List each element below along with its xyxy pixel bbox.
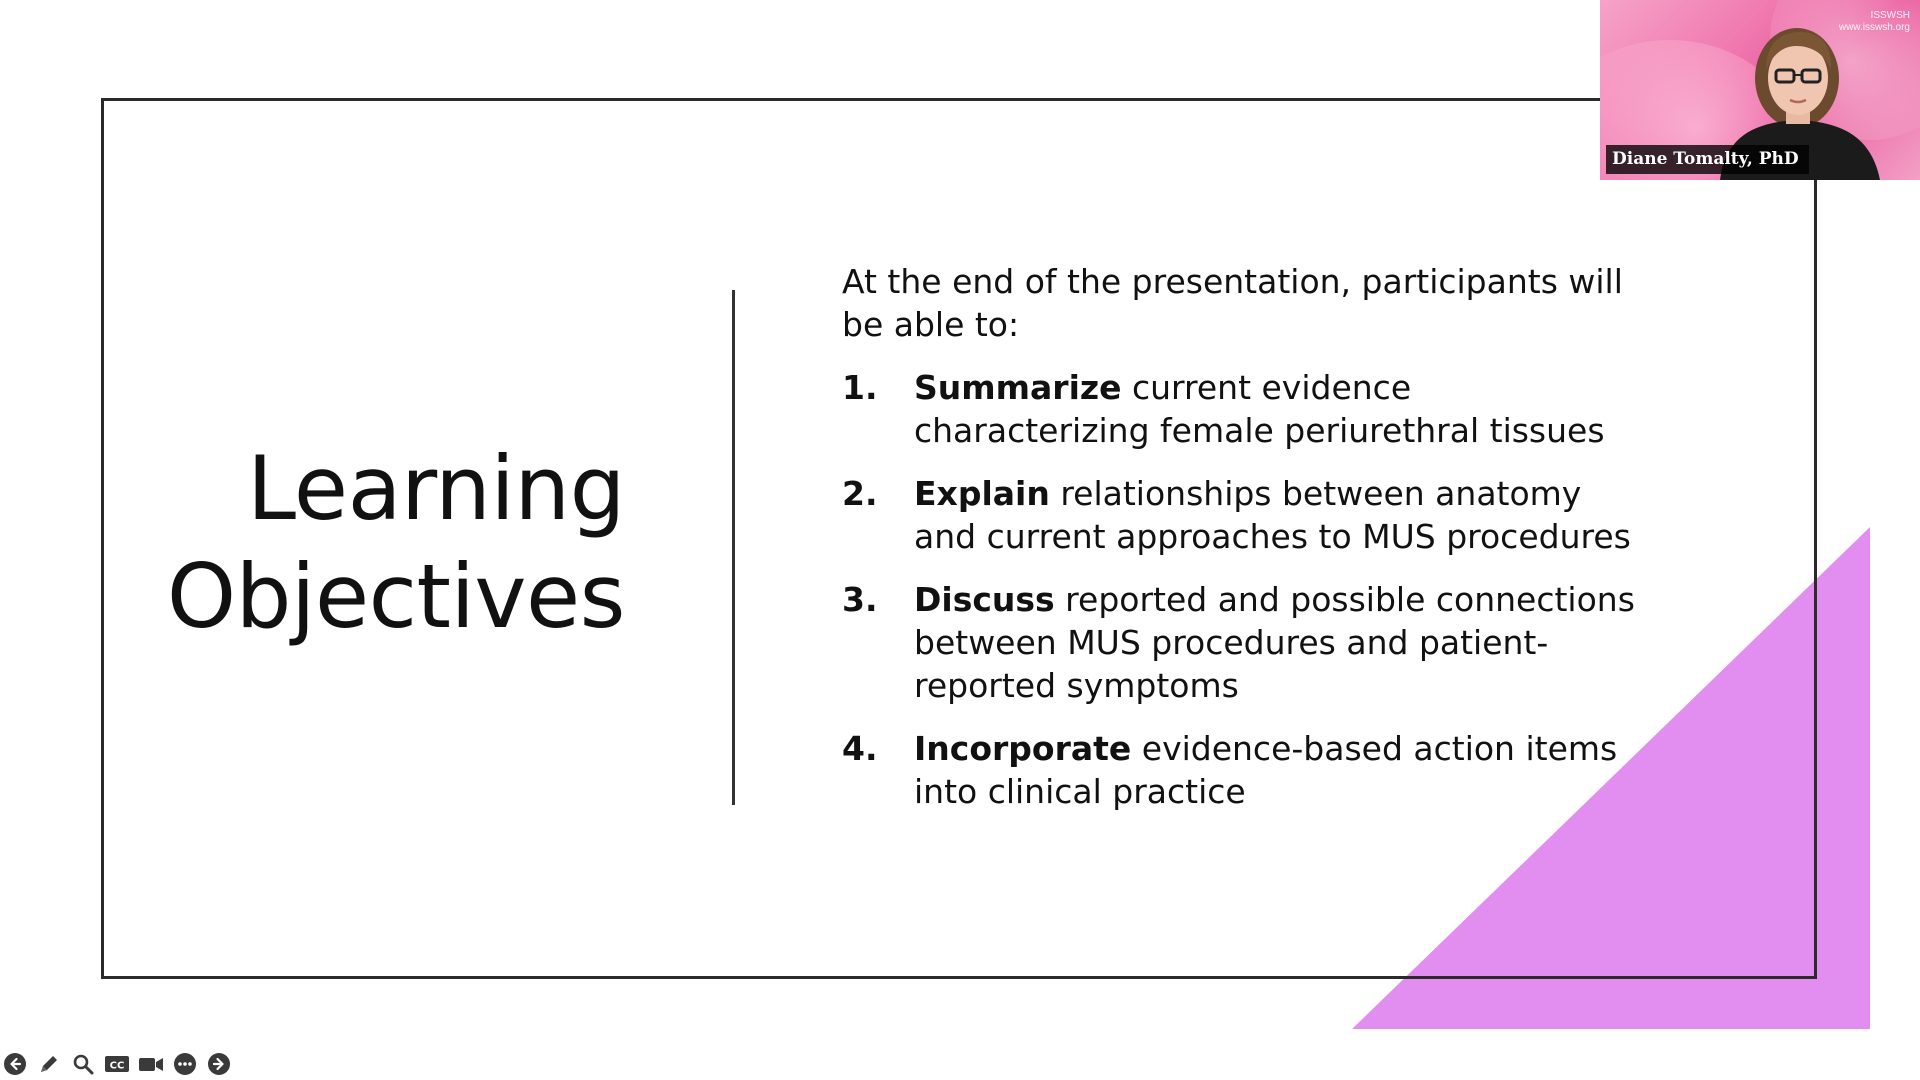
objective-number: 3. [842, 580, 878, 619]
camera-button[interactable] [138, 1051, 164, 1077]
objective-keyword: Discuss [914, 580, 1055, 619]
next-button[interactable] [206, 1051, 232, 1077]
previous-button[interactable] [2, 1051, 28, 1077]
objective-item: 4. Incorporate evidence-based action ite… [842, 727, 1642, 813]
objectives-list: 1. Summarize current evidence characteri… [842, 366, 1642, 813]
objective-number: 1. [842, 368, 878, 407]
vertical-divider [732, 290, 735, 805]
objective-item: 3. Discuss reported and possible connect… [842, 578, 1642, 707]
objectives-intro: At the end of the presentation, particip… [842, 262, 1623, 344]
captions-button[interactable]: CC [104, 1051, 130, 1077]
slide-title: Learning Objectives [160, 435, 626, 651]
zoom-button[interactable] [70, 1051, 96, 1077]
objective-text: relationships between anatomy and curren… [914, 474, 1631, 556]
presenter-video-tile[interactable]: ISSWSH www.isswsh.org Diane Tomalty, PhD [1600, 0, 1920, 180]
slideshow-toolbar: CC [2, 1050, 232, 1078]
objective-text: evidence-based action items into clinica… [914, 729, 1618, 811]
pen-button[interactable] [36, 1051, 62, 1077]
presenter-nameplate: Diane Tomalty, PhD [1606, 145, 1809, 174]
slide-title-line2: Objectives [166, 545, 626, 648]
slide-title-line1: Learning [246, 437, 626, 540]
captions-icon: CC [105, 1056, 129, 1072]
objective-item: 2. Explain relationships between anatomy… [842, 472, 1642, 558]
zoom-icon [73, 1054, 94, 1075]
more-icon [174, 1053, 196, 1075]
camera-icon [139, 1058, 163, 1071]
objective-item: 1. Summarize current evidence characteri… [842, 366, 1642, 452]
next-icon [208, 1053, 230, 1075]
pen-icon [41, 1056, 57, 1072]
objective-number: 2. [842, 474, 878, 513]
previous-icon [4, 1053, 26, 1075]
objective-text: current evidence characterizing female p… [914, 368, 1605, 450]
svg-text:CC: CC [110, 1061, 125, 1072]
more-options-button[interactable] [172, 1051, 198, 1077]
slide-frame [101, 98, 1817, 979]
objective-keyword: Explain [914, 474, 1050, 513]
objectives-panel: At the end of the presentation, particip… [842, 260, 1642, 833]
objective-number: 4. [842, 729, 878, 768]
objective-keyword: Incorporate [914, 729, 1132, 768]
organization-watermark: ISSWSH www.isswsh.org [1838, 10, 1910, 33]
objective-keyword: Summarize [914, 368, 1122, 407]
objective-text: reported and possible connections betwee… [914, 580, 1635, 705]
